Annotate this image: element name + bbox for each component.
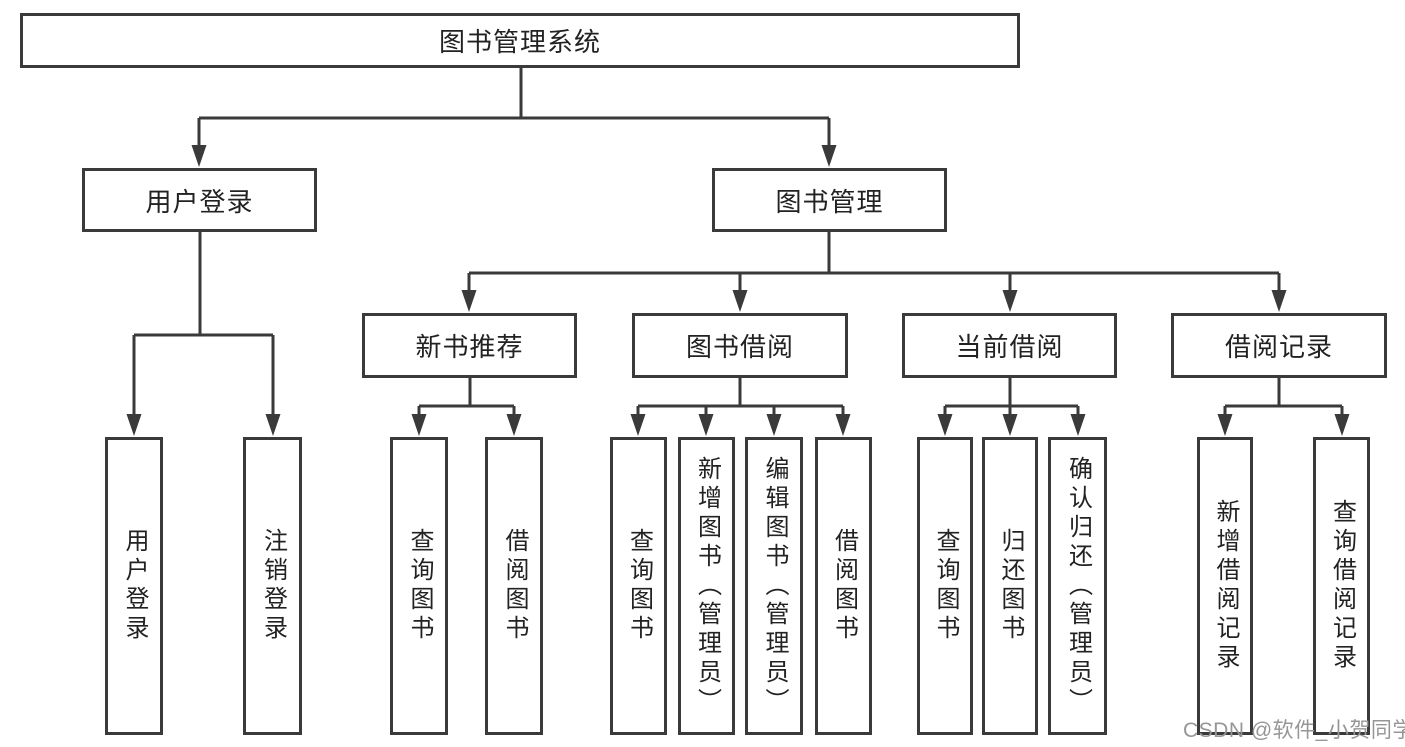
leaf-confirm-return-admin: 确认归还（管理员）: [1048, 437, 1107, 735]
node-current-borrow: 当前借阅: [902, 313, 1117, 378]
node-book-borrow: 图书借阅: [632, 313, 848, 378]
leaf-add-borrow-record: 新增借阅记录: [1197, 437, 1253, 735]
leaf-logout: 注销登录: [243, 437, 302, 735]
leaf-user-login: 用户登录: [105, 437, 163, 735]
leaf-edit-book-admin: 编辑图书（管理员）: [745, 437, 803, 735]
node-new-book-recommend: 新书推荐: [362, 313, 577, 378]
csdn-watermark: CSDN @软件_小贺同学: [1183, 719, 1405, 742]
leaf-borrow-book: 借阅图书: [815, 437, 872, 735]
leaf-query-book-recommend: 查询图书: [390, 437, 448, 735]
leaf-query-book-current: 查询图书: [917, 437, 973, 735]
leaf-borrow-book-recommend: 借阅图书: [485, 437, 543, 735]
node-borrow-records: 借阅记录: [1171, 313, 1387, 378]
node-user-login: 用户登录: [82, 168, 317, 232]
leaf-query-book-borrow: 查询图书: [610, 437, 667, 735]
leaf-query-borrow-record: 查询借阅记录: [1313, 437, 1370, 735]
leaf-add-book-admin: 新增图书（管理员）: [678, 437, 735, 735]
arrowheads: [126, 145, 1350, 436]
leaf-return-book: 归还图书: [982, 437, 1038, 735]
node-book-management: 图书管理: [712, 168, 947, 232]
node-library-management-system: 图书管理系统: [20, 13, 1020, 68]
